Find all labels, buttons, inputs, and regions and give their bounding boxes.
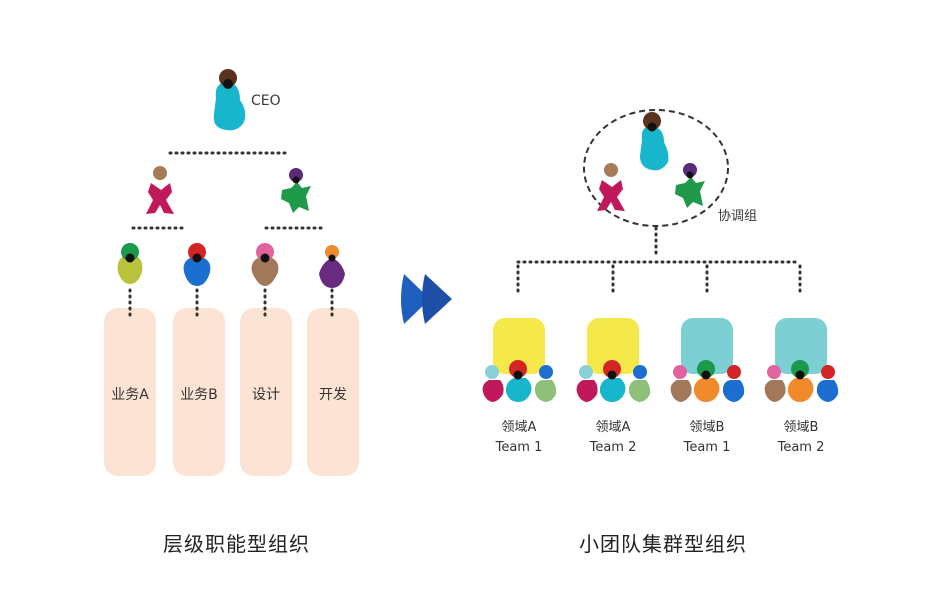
left-caption: 层级职能型组织 xyxy=(163,532,310,556)
lead-design-icon xyxy=(251,243,279,286)
team-board-a1 xyxy=(493,318,545,374)
team-name: Team 2 xyxy=(589,440,637,455)
team-domain: 领域A xyxy=(595,420,631,435)
team-name: Team 2 xyxy=(777,440,825,455)
column-label-business-b: 业务B xyxy=(180,387,218,403)
team-name: Team 1 xyxy=(683,440,731,455)
team-domain: 领域B xyxy=(783,420,819,435)
ceo-label: CEO xyxy=(251,93,281,109)
left-columns xyxy=(104,308,359,476)
left-connectors xyxy=(128,151,334,318)
coordination-group-label: 协调组 xyxy=(718,209,758,224)
team-a2-members-icon xyxy=(576,360,651,402)
lead-business-b-icon xyxy=(183,243,211,286)
transition-arrow-icon xyxy=(401,274,452,324)
column-bg-business-b xyxy=(173,308,225,476)
column-label-design: 设计 xyxy=(252,387,280,403)
team-domain: 领域B xyxy=(689,420,725,435)
right-connectors xyxy=(516,226,802,298)
team-a1-members-icon xyxy=(482,360,557,402)
team-boards xyxy=(493,318,827,374)
column-label-dev: 开发 xyxy=(319,387,347,403)
coordination-member-green-icon xyxy=(675,163,705,208)
coordination-member-pink-icon xyxy=(597,163,625,211)
coordination-lead-icon xyxy=(640,112,669,171)
lead-dev-icon xyxy=(319,245,345,288)
team-label-b1: 领域B Team 1 xyxy=(667,418,747,458)
team-b1-members-icon xyxy=(670,360,745,402)
team-board-b1 xyxy=(681,318,733,374)
team-name: Team 1 xyxy=(495,440,543,455)
column-bg-business-a xyxy=(104,308,156,476)
team-label-b2: 领域B Team 2 xyxy=(761,418,841,458)
column-bg-design xyxy=(240,308,292,476)
column-bg-dev xyxy=(307,308,359,476)
manager-green-icon xyxy=(281,168,311,213)
team-b2-members-icon xyxy=(764,360,839,402)
team-domain: 领域A xyxy=(501,420,537,435)
lead-business-a-icon xyxy=(117,243,143,284)
team-board-a2 xyxy=(587,318,639,374)
team-board-b2 xyxy=(775,318,827,374)
coordination-group-outline xyxy=(583,109,729,227)
team-label-a1: 领域A Team 1 xyxy=(479,418,559,458)
column-label-business-a: 业务A xyxy=(111,387,149,403)
ceo-person-icon xyxy=(213,69,246,131)
team-label-a2: 领域A Team 2 xyxy=(573,418,653,458)
manager-pink-icon xyxy=(146,166,174,214)
right-caption: 小团队集群型组织 xyxy=(579,532,747,556)
